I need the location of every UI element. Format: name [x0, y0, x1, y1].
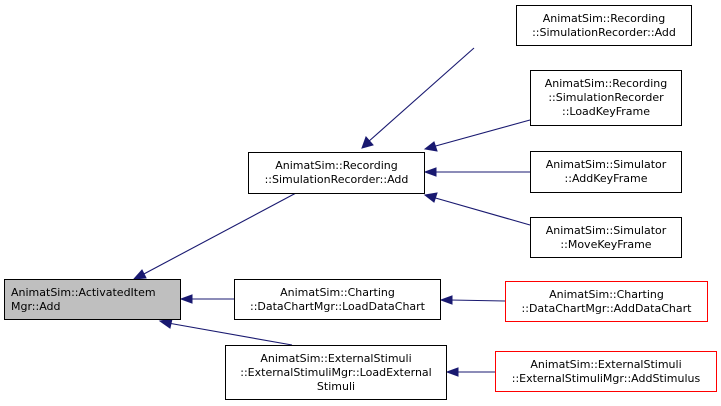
node-ext-stimuli-mgr-add-stimulus[interactable]: AnimatSim::ExternalStimuli ::ExternalSti… [495, 351, 717, 392]
node-data-chart-mgr-load[interactable]: AnimatSim::Charting ::DataChartMgr::Load… [234, 279, 441, 320]
node-line: ::MoveKeyFrame [560, 237, 652, 251]
node-data-chart-mgr-add[interactable]: AnimatSim::Charting ::DataChartMgr::AddD… [505, 281, 708, 322]
node-line: AnimatSim::ExternalStimuli [260, 351, 412, 365]
node-line: Mgr::Add [11, 299, 61, 313]
node-line: ::AddKeyFrame [564, 172, 648, 185]
edge-ext-stimuli-mgr-load [158, 318, 293, 346]
edge-ext-stimuli-mgr-add-stimulus [445, 367, 495, 377]
edge-simulator-add-keyframe [423, 167, 530, 177]
node-line: Stimuli [316, 379, 356, 393]
node-line: AnimatSim::Charting [280, 285, 395, 299]
edge-data-chart-mgr-load [179, 294, 234, 304]
edge-sim-recorder-load-keyframe [423, 119, 531, 152]
node-activated-item-mgr-add: AnimatSim::ActivatedItem Mgr::Add [4, 279, 181, 320]
node-line: AnimatSim::Simulator [545, 223, 667, 237]
node-sim-recorder-add-mid[interactable]: AnimatSim::Recording ::SimulationRecorde… [248, 152, 425, 194]
node-sim-recorder-add-top[interactable]: AnimatSim::Recording ::SimulationRecorde… [516, 5, 692, 46]
node-line: AnimatSim::ActivatedItem [11, 285, 156, 299]
node-line: ::ExternalStimuliMgr::LoadExternal [240, 365, 432, 379]
node-line: ::SimulationRecorder::Add [264, 173, 409, 186]
edge-sim-recorder-add-mid [132, 192, 297, 280]
node-line: ::SimulationRecorder [548, 91, 664, 104]
node-simulator-move-keyframe[interactable]: AnimatSim::Simulator ::MoveKeyFrame [530, 217, 682, 258]
node-line: AnimatSim::Recording [544, 77, 668, 90]
node-line: ::LoadKeyFrame [561, 105, 651, 118]
node-line: AnimatSim::Simulator [545, 158, 667, 171]
node-line: ::SimulationRecorder::Add [532, 25, 676, 39]
node-line: AnimatSim::ExternalStimuli [530, 357, 682, 371]
edge-data-chart-mgr-add [439, 295, 506, 305]
node-line: ::DataChartMgr::LoadDataChart [249, 299, 425, 313]
node-ext-stimuli-mgr-load[interactable]: AnimatSim::ExternalStimuli ::ExternalSti… [225, 345, 447, 400]
node-sim-recorder-load-keyframe[interactable]: AnimatSim::Recording ::SimulationRecorde… [530, 70, 682, 126]
node-simulator-add-keyframe[interactable]: AnimatSim::Simulator ::AddKeyFrame [530, 151, 682, 193]
node-line: AnimatSim::Charting [549, 287, 664, 301]
node-line: ::ExternalStimuliMgr::AddStimulus [511, 371, 701, 385]
node-line: ::DataChartMgr::AddDataChart [521, 301, 692, 315]
edge-sim-recorder-add-top [361, 47, 475, 149]
edge-simulator-move-keyframe [423, 192, 531, 226]
node-line: AnimatSim::Recording [275, 159, 398, 172]
node-line: AnimatSim::Recording [542, 11, 666, 25]
